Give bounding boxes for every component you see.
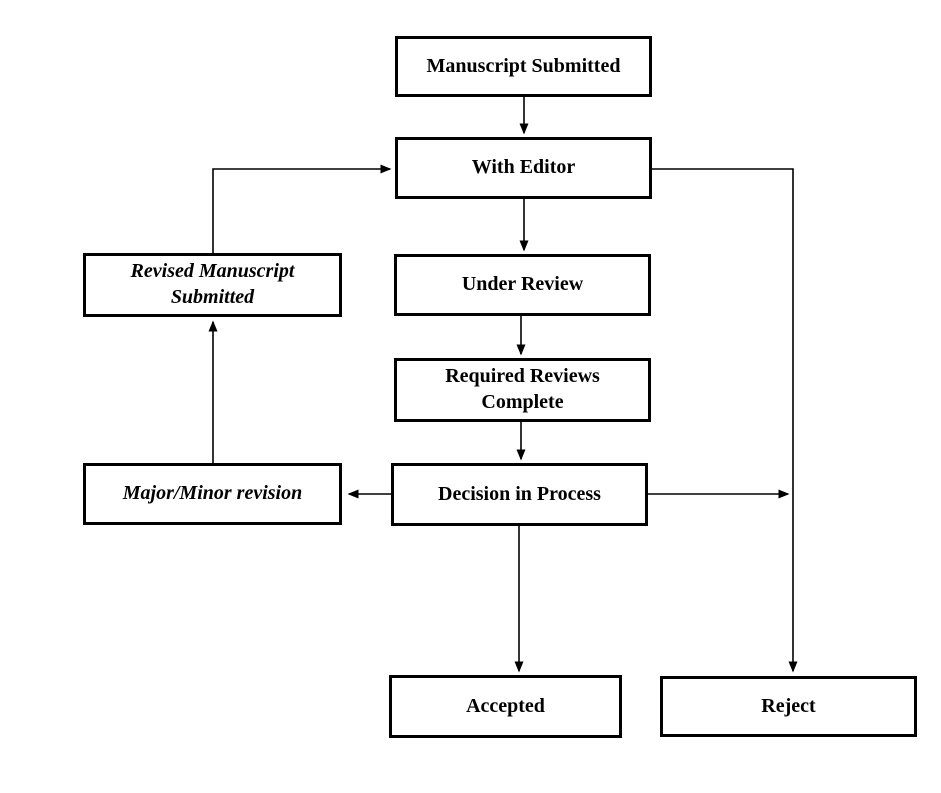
node-decision-in-process: Decision in Process: [391, 463, 648, 526]
node-major-minor-revision: Major/Minor revision: [83, 463, 342, 525]
node-revised-manuscript-submitted: Revised Manuscript Submitted: [83, 253, 342, 317]
edge-revised-manuscript-submitted-to-with-editor: [212, 164, 392, 253]
node-reject: Reject: [660, 676, 917, 737]
node-under-review: Under Review: [394, 254, 651, 316]
node-manuscript-submitted: Manuscript Submitted: [395, 36, 652, 97]
node-accepted: Accepted: [389, 675, 622, 738]
node-with-editor: With Editor: [395, 137, 652, 199]
node-required-reviews-complete: Required Reviews Complete: [394, 358, 651, 422]
edge-with-editor-to-reject: [652, 168, 798, 673]
